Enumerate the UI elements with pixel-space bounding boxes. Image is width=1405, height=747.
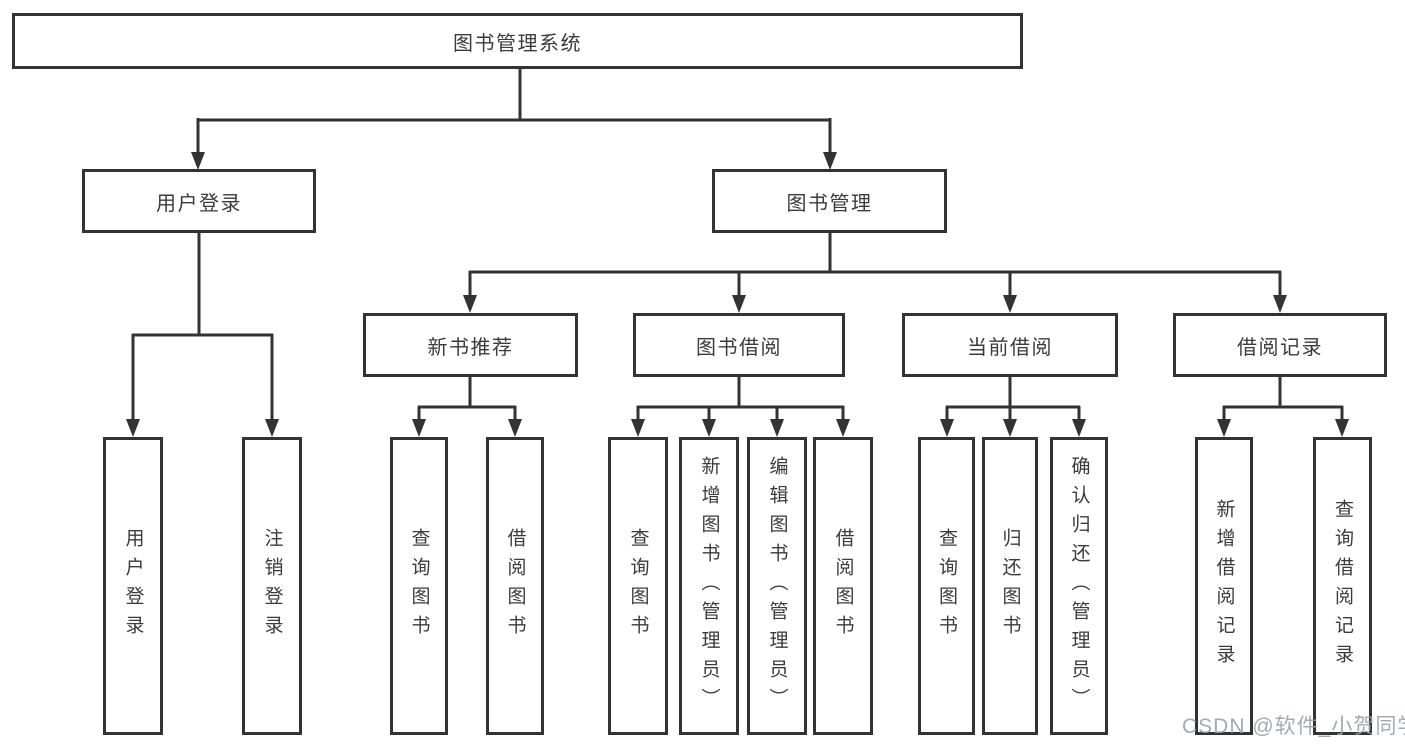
leaf-label: 新增图书（管理员） [698, 455, 720, 717]
node-current-borrowing: 当前借阅 [902, 313, 1118, 377]
leaf-label: 确认归还（管理员） [1068, 455, 1090, 717]
node-book-borrowing: 图书借阅 [633, 313, 845, 377]
node-label: 图书借阅 [696, 336, 782, 359]
node-label: 新书推荐 [427, 336, 514, 359]
leaf-borrowing-edit-books-admin: 编辑图书（管理员） [747, 437, 807, 735]
leaf-current-confirm-return-admin: 确认归还（管理员） [1050, 437, 1108, 735]
leaf-recommend-borrow-books: 借阅图书 [486, 437, 544, 735]
leaf-label: 新增借阅记录 [1213, 499, 1235, 673]
leaf-records-add-borrow-record: 新增借阅记录 [1195, 437, 1253, 735]
leaf-label: 查询图书 [408, 528, 430, 644]
leaf-label: 注销登录 [261, 528, 283, 644]
node-library-management-system: 图书管理系统 [12, 13, 1023, 69]
leaf-label: 借阅图书 [832, 528, 854, 644]
leaf-borrowing-query-books: 查询图书 [608, 437, 668, 735]
node-user-login: 用户登录 [82, 169, 316, 233]
leaf-label: 查询图书 [627, 528, 649, 644]
node-label: 图书管理系统 [453, 32, 582, 55]
arrowheads [126, 152, 1349, 437]
leaf-label: 编辑图书（管理员） [766, 455, 788, 717]
leaf-label: 归还图书 [999, 528, 1021, 644]
leaf-logout: 注销登录 [242, 437, 302, 735]
leaf-user-login: 用户登录 [103, 437, 163, 735]
leaf-label: 借阅图书 [504, 528, 526, 644]
leaf-label: 查询借阅记录 [1332, 499, 1353, 673]
node-label: 当前借阅 [967, 336, 1053, 359]
csdn-watermark: CSDN @软件_小贺同学 [1182, 715, 1405, 738]
leaf-label: 查询图书 [936, 528, 957, 644]
node-label: 借阅记录 [1237, 336, 1323, 359]
node-new-book-recommendation: 新书推荐 [363, 313, 578, 377]
leaf-borrowing-borrow-books: 借阅图书 [813, 437, 873, 735]
leaf-recommend-query-books: 查询图书 [390, 437, 448, 735]
node-borrowing-records: 借阅记录 [1173, 313, 1387, 377]
node-label: 用户登录 [156, 192, 242, 215]
leaf-current-return-books: 归还图书 [982, 437, 1038, 735]
node-label: 图书管理 [786, 192, 873, 215]
leaf-borrowing-add-books-admin: 新增图书（管理员） [679, 437, 739, 735]
node-book-management: 图书管理 [712, 169, 947, 233]
leaf-label: 用户登录 [122, 528, 144, 644]
leaf-records-query-borrow-record: 查询借阅记录 [1313, 437, 1372, 735]
leaf-current-query-books: 查询图书 [918, 437, 975, 735]
